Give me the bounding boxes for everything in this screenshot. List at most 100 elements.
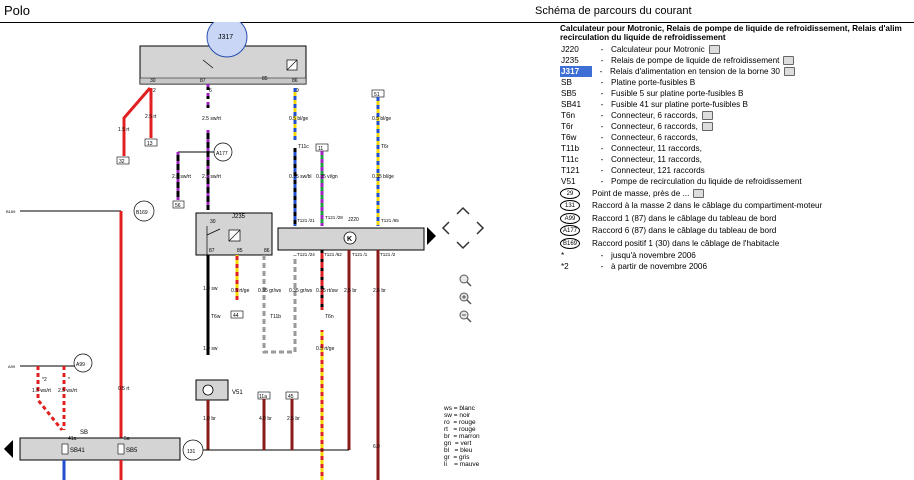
color-legend-entry: li = mauve [444, 461, 480, 468]
legend-dash: - [600, 133, 604, 142]
legend-code[interactable]: J220 [561, 45, 579, 54]
wire-label: 4.0 br [259, 416, 272, 422]
legend-desc: Raccord positif 1 (30) dans le câblage d… [592, 238, 780, 248]
camera-icon[interactable] [783, 67, 795, 77]
wire-red-1[interactable] [122, 87, 152, 156]
zoom-out-icon[interactable] [459, 310, 472, 323]
color-legend-entry: sw = noir [444, 412, 471, 419]
side-label: B169 [6, 209, 16, 214]
legend-code[interactable]: V51 [561, 177, 576, 186]
legend-badge-item[interactable]: B169 Raccord positif 1 (30) dans le câbla… [560, 237, 914, 250]
color-legend-entry: br = marron [444, 433, 480, 440]
legend-desc: jusqu'à novembre 2006 [611, 250, 696, 260]
legend-desc: Pompe de recirculation du liquide de ref… [611, 177, 802, 186]
color-legend-entry: gn = vert [444, 440, 472, 447]
wire-label: 0.35 sw/bl [289, 174, 312, 180]
pan-right-icon[interactable] [476, 221, 485, 235]
legend-code[interactable]: SB5 [561, 89, 577, 98]
legend-code[interactable]: J317 [560, 66, 592, 77]
legend-heading-line: Calculateur pour Motronic, Relais de pom… [560, 24, 902, 33]
legend-item[interactable]: T11b-Connecteur, 11 raccords, [560, 143, 914, 154]
j235-label: J235 [232, 214, 246, 220]
wire-ws-1[interactable] [36, 366, 64, 431]
diagram-next-arrow[interactable] [427, 227, 436, 245]
legend-item[interactable]: T11c -Connecteur, 11 raccords, [560, 154, 914, 165]
connector-label: T6w [211, 314, 221, 320]
sb-label: SB [80, 430, 88, 436]
pin-label: 30 [150, 78, 156, 84]
legend-desc: Calculateur pour Motronic [611, 44, 914, 55]
legend-desc: Connecteur, 121 raccords [611, 166, 705, 175]
legend-item[interactable]: J220-Calculateur pour Motronic [560, 44, 914, 55]
wire-label: 2.5 sw/rt [202, 116, 222, 122]
legend-item[interactable]: T6n-Connecteur, 6 raccords, [560, 110, 914, 121]
legend-dash: - [599, 67, 603, 76]
wire-grws-loop[interactable] [262, 255, 297, 354]
connector-badge-icon: B169 [560, 237, 580, 249]
pin-label: 9 [296, 88, 299, 94]
fuse-label: SB5 [126, 448, 138, 454]
legend-heading-line: recirculation du liquide de refroidissem… [560, 32, 726, 42]
connector-badge-icon: A99 [560, 212, 580, 224]
legend-code[interactable]: J235 [561, 56, 579, 65]
legend-code[interactable]: T6w [561, 133, 577, 142]
camera-icon[interactable] [708, 45, 720, 55]
camera-icon[interactable] [701, 111, 713, 121]
legend-item[interactable]: T121-Connecteur, 121 raccords [560, 165, 914, 176]
wire-label: 2.5 ws/rt [58, 388, 78, 394]
pin-label: 87 [200, 78, 206, 84]
pan-left-icon[interactable] [441, 221, 450, 235]
pan-up-icon[interactable] [456, 206, 470, 215]
pin-label: 85 [237, 248, 243, 254]
legend-code[interactable]: T6n [561, 111, 576, 120]
zoom-controls[interactable] [456, 272, 476, 332]
legend-item[interactable]: SB5-Fusible 5 sur platine porte-fusibles… [560, 88, 914, 99]
legend-code[interactable]: T6r [561, 122, 574, 131]
legend-item[interactable]: J235-Relais de pompe de liquide de refro… [560, 55, 914, 66]
legend-code[interactable]: T11b [561, 144, 580, 153]
legend-item[interactable]: SB-Platine porte-fusibles B [560, 77, 914, 88]
wire-label: 0.5 rt/ge [231, 288, 250, 294]
legend-desc: Connecteur, 11 raccords, [611, 155, 702, 164]
legend-item[interactable]: T6r-Connecteur, 6 raccords, [560, 121, 914, 132]
diagram-prev-arrow-shape[interactable] [4, 440, 13, 458]
pan-down-icon[interactable] [456, 241, 470, 250]
legend-code: * [561, 250, 565, 260]
legend-note: *2-à partir de novembre 2006 [560, 261, 914, 272]
zoom-fit-icon[interactable] [459, 274, 472, 287]
legend-code[interactable]: SB [561, 78, 572, 87]
legend-desc: Connecteur, 6 raccords, [611, 121, 914, 132]
legend-desc: à partir de novembre 2006 [611, 261, 708, 271]
sb-fuse-panel[interactable] [19, 437, 181, 461]
legend-code[interactable]: T121 [561, 166, 580, 175]
legend-dash: - [600, 177, 604, 186]
wire-label: 0.5 bl/ge [289, 116, 308, 122]
legend-item[interactable]: V51 -Pompe de recirculation du liquide de… [560, 176, 914, 187]
legend-item[interactable]: T6w -Connecteur, 6 raccords, [560, 132, 914, 143]
connector-badge: B169 [136, 210, 148, 216]
wiring-diagram[interactable]: J317 30 87 85 86 2 6 9 1.5 rt 2.5 rt 32 … [0, 22, 530, 480]
zoom-in-icon[interactable] [459, 292, 472, 305]
legend-code[interactable]: T11c [561, 155, 579, 164]
pin-label: 41a [68, 436, 77, 442]
j317-highlight-circle[interactable] [206, 22, 248, 58]
crossref: 44 [233, 313, 239, 319]
legend-code[interactable]: SB41 [561, 100, 582, 109]
camera-icon[interactable] [701, 122, 713, 132]
pan-controls[interactable] [437, 200, 497, 260]
legend-item[interactable]: J317-Relais d'alimentation en tension de… [560, 66, 914, 77]
camera-icon[interactable] [783, 56, 795, 66]
legend-desc: Relais d'alimentation en tension de la b… [610, 66, 914, 77]
wire-label: 0.35 gr/ws [258, 288, 282, 294]
legend-desc: Connecteur, 6 raccords, [611, 133, 698, 142]
legend-dash: - [600, 155, 604, 164]
connector-label: T121 /21 [297, 218, 315, 223]
legend-item[interactable]: SB41-Fusible 41 sur platine porte-fusibl… [560, 99, 914, 110]
camera-icon[interactable] [693, 189, 705, 199]
legend-desc: Relais de pompe de liquide de refroidiss… [611, 55, 914, 66]
legend-heading: Calculateur pour Motronic, Relais de pom… [560, 24, 914, 42]
